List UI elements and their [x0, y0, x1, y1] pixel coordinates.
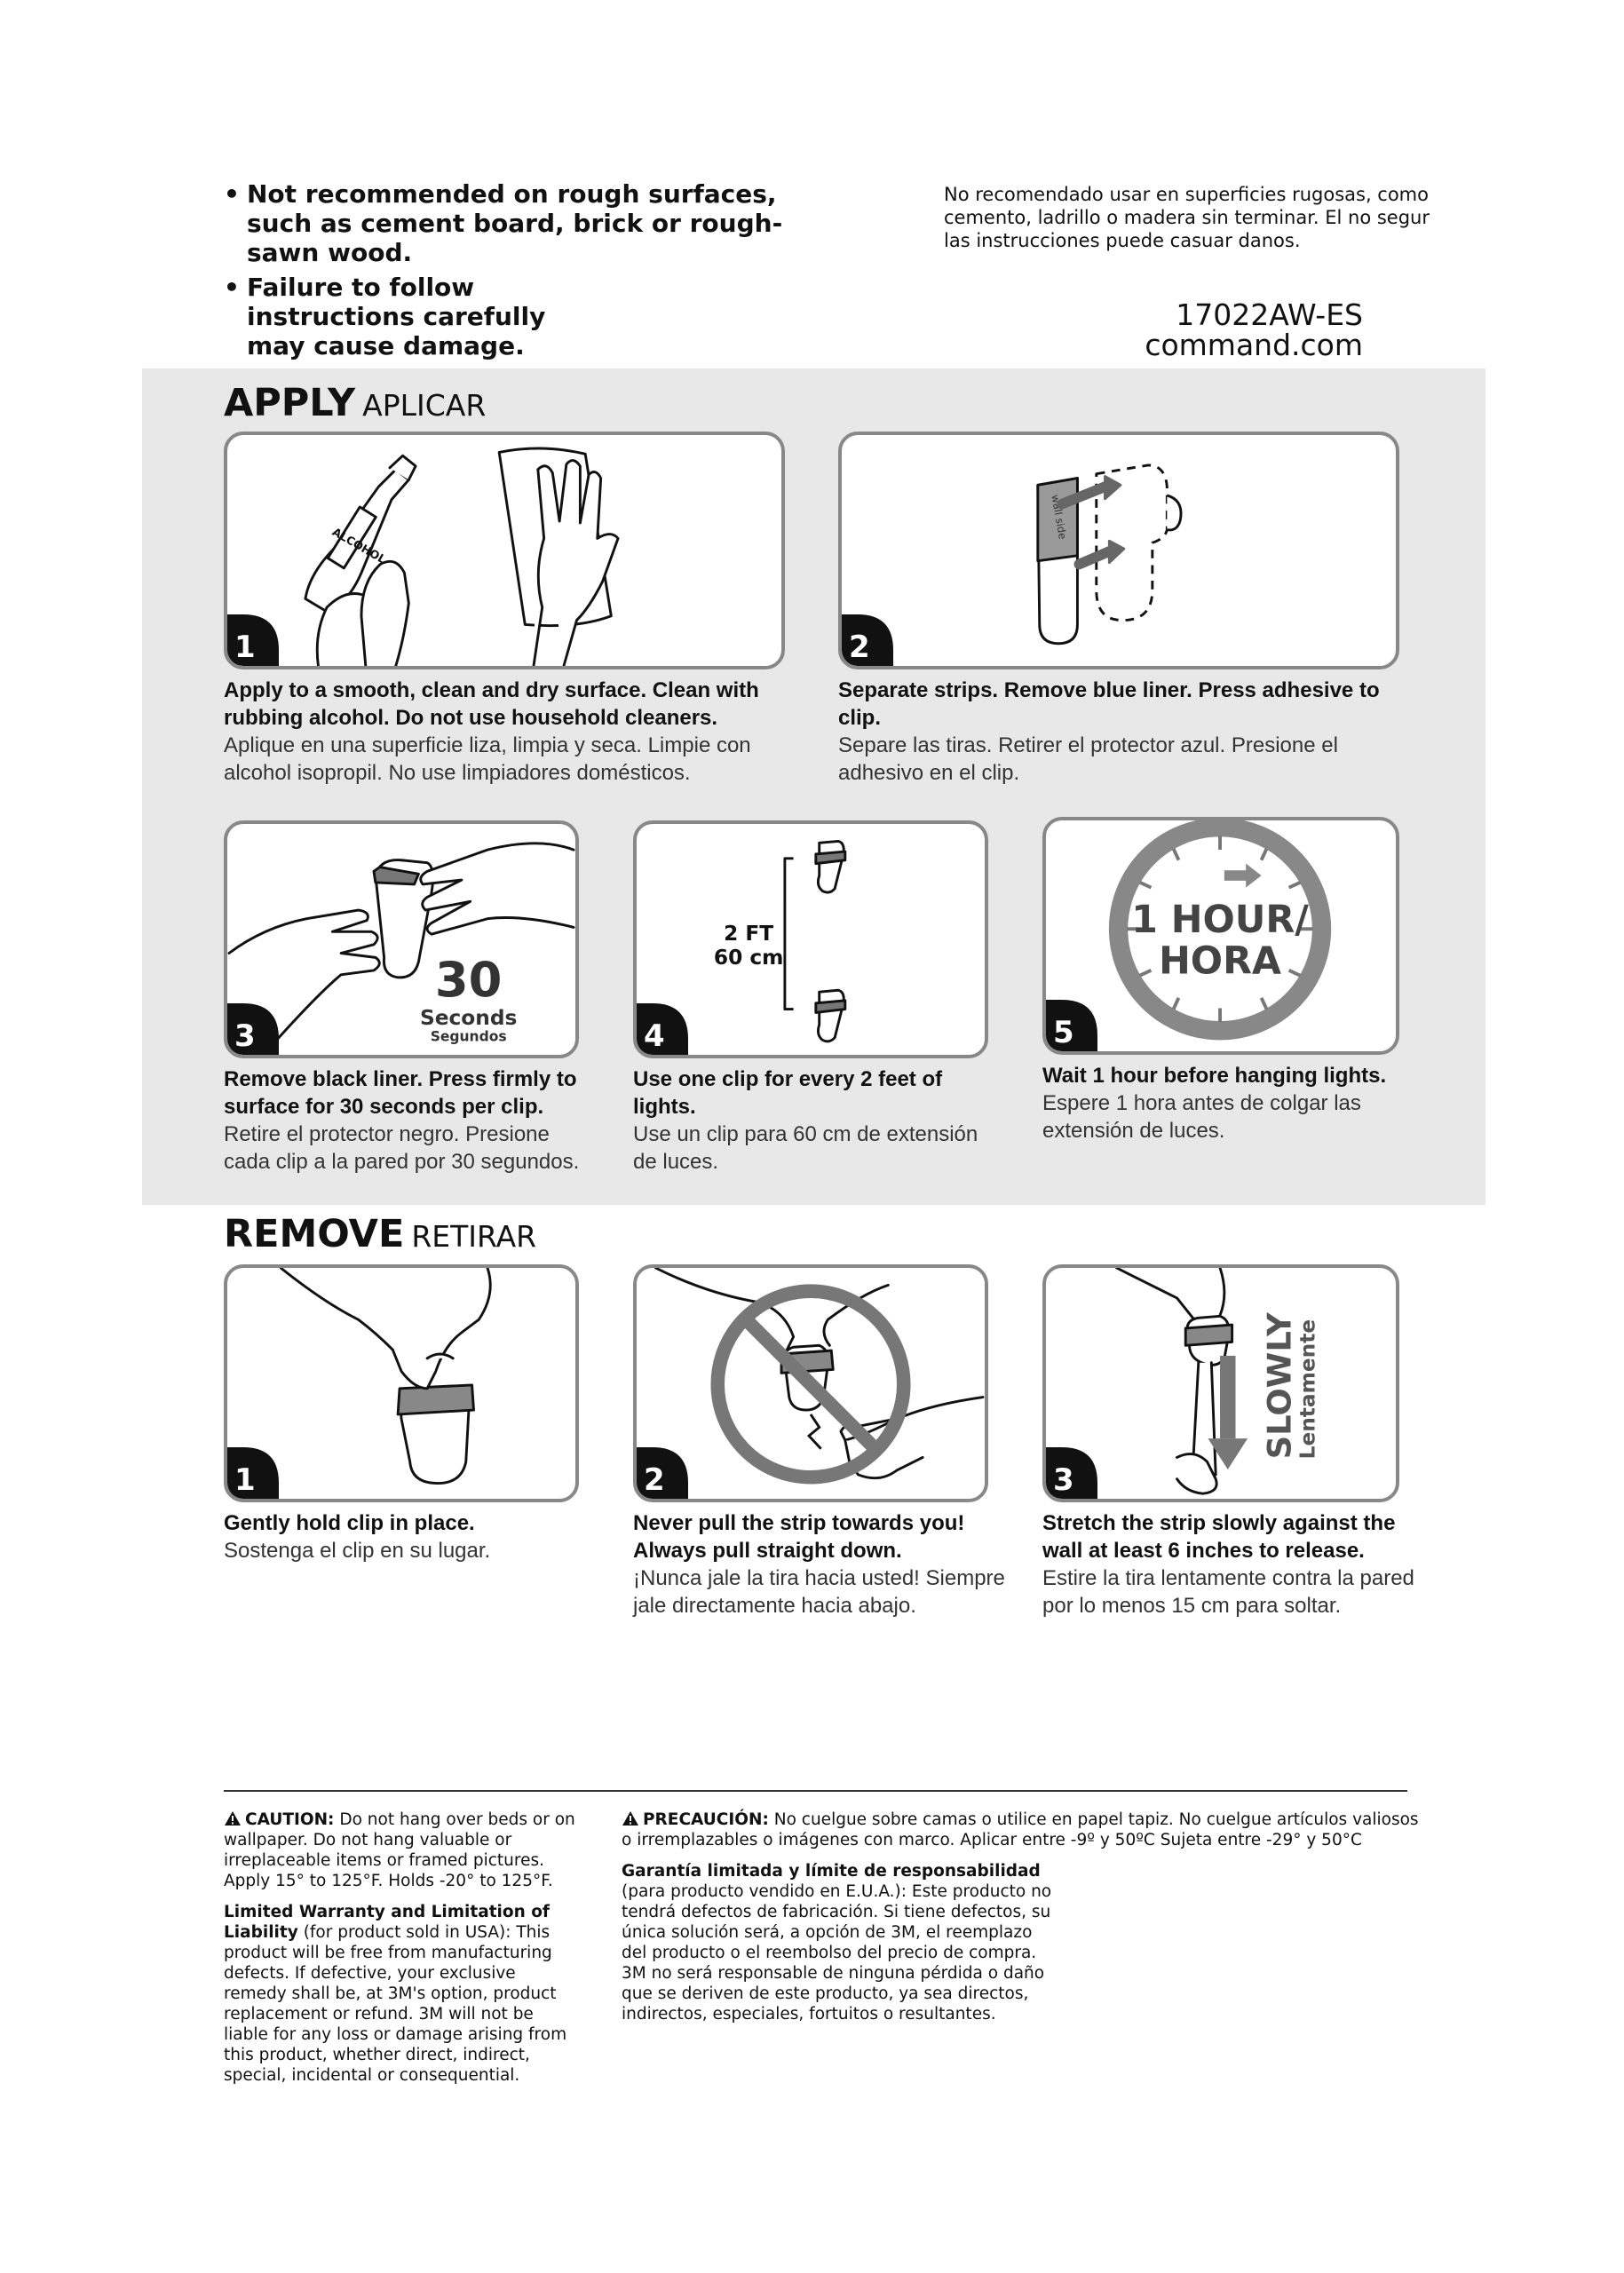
hold-clip-illustration	[279, 1268, 492, 1485]
step-number-badge: 3	[1046, 1447, 1097, 1499]
remove-step-1-illustration: 1	[224, 1264, 579, 1502]
remove-step-2-caption: Never pull the strip towards you! Always…	[633, 1509, 1006, 1620]
apply-step-4-illustration: 2 FT 60 cm 4	[633, 820, 988, 1058]
apply-step-1-text-es: Aplique en una superficie liza, limpia y…	[224, 733, 751, 785]
press-clip-illustration: 30 Seconds Segundos	[227, 842, 575, 1055]
clip-spacing-illustration: 2 FT 60 cm	[714, 839, 847, 1043]
step-number-badge: 3	[227, 1003, 279, 1055]
step-number-badge: 2	[637, 1447, 688, 1499]
garantia-notice: Garantía limitada y límite de responsabi…	[622, 1861, 1057, 2024]
product-code-block: 17022AW-ES command.com	[1145, 300, 1363, 360]
apply-step-5-text-en: Wait 1 hour before hanging lights.	[1042, 1064, 1387, 1088]
remove-step-2-text-es: ¡Nunca jale la tira hacia usted! Siempre…	[633, 1566, 1005, 1618]
apply-step-1-text-en: Apply to a smooth, clean and dry surface…	[224, 678, 759, 730]
apply-step-3-illustration: 30 Seconds Segundos 3	[224, 820, 579, 1058]
garantia-label: Garantía limitada y límite de responsabi…	[622, 1862, 1041, 1881]
apply-step-3-caption: Remove black liner. Press firmly to surf…	[224, 1065, 597, 1176]
attach-strip-illustration: wall side	[1036, 463, 1183, 645]
apply-step-5-caption: Wait 1 hour before hanging lights. Esper…	[1042, 1062, 1415, 1144]
remove-title: REMOVE	[224, 1212, 405, 1256]
step-number-badge: 1	[227, 1447, 279, 1499]
warning-list: Not recommended on rough surfaces, such …	[224, 179, 899, 366]
warranty-notice: Limited Warranty and Limitation of Liabi…	[224, 1902, 579, 2086]
garantia-text: (para producto vendido en E.U.A.): Este …	[622, 1882, 1052, 2024]
remove-step-2-illustration: 2	[633, 1264, 988, 1502]
apply-step-2-illustration: wall side 2	[838, 432, 1399, 669]
remove-step-3-caption: Stretch the strip slowly against the wal…	[1042, 1509, 1415, 1620]
precaucion-notice: PRECAUCIÓN: No cuelgue sobre camas o uti…	[622, 1810, 1421, 1850]
step-number-badge: 1	[227, 614, 279, 666]
remove-step-1-text-es: Sostenga el clip en su lugar.	[224, 1539, 491, 1563]
apply-title: APPLY	[224, 381, 356, 425]
footer-divider	[224, 1790, 1407, 1792]
distance-ft: 2 FT	[724, 922, 773, 946]
footer-spanish: PRECAUCIÓN: No cuelgue sobre camas o uti…	[622, 1810, 1421, 2024]
remove-step-3-text-en: Stretch the strip slowly against the wal…	[1042, 1511, 1396, 1563]
warranty-label: Limited Warranty and Limitation of Liabi…	[224, 1903, 550, 1942]
precaucion-text: No cuelgue sobre camas o utilice en pape…	[622, 1810, 1419, 1849]
warning-icon	[622, 1811, 638, 1826]
clock-text-line1: 1 HOUR/	[1131, 898, 1309, 942]
clock-text-line2: HORA	[1159, 939, 1281, 984]
step-number-badge: 2	[842, 614, 893, 666]
apply-step-1-illustration: ALCOHOL 1	[224, 432, 785, 669]
clean-surface-illustration: ALCOHOL	[304, 447, 620, 666]
apply-step-2-text-en: Separate strips. Remove blue liner. Pres…	[838, 678, 1380, 730]
slowly-label: SLOWLY	[1261, 1311, 1299, 1459]
caution-notice: CAUTION: Do not hang over beds or on wal…	[224, 1810, 579, 1891]
distance-cm: 60 cm	[714, 946, 784, 970]
warning-spanish: No recomendado usar en superficies rugos…	[944, 184, 1430, 251]
apply-step-1-caption: Apply to a smooth, clean and dry surface…	[224, 677, 792, 787]
clock-icon: 1 HOUR/ HORA	[1108, 820, 1332, 1041]
apply-step-4-caption: Use one clip for every 2 feet of lights.…	[633, 1065, 1006, 1176]
apply-step-3-text-es: Retire el protector negro. Presione cada…	[224, 1122, 580, 1174]
warning-follow-instructions: Failure to follow instructions carefully…	[224, 273, 606, 360]
apply-step-5-text-es: Espere 1 hora antes de colgar las extens…	[1042, 1091, 1361, 1143]
remove-step-3-illustration: SLOWLY Lentamente 3	[1042, 1264, 1399, 1502]
seconds-number: 30	[435, 952, 503, 1008]
step-number-badge: 4	[637, 1003, 688, 1055]
warning-rough-surfaces: Not recommended on rough surfaces, such …	[224, 179, 828, 267]
apply-step-2-caption: Separate strips. Remove blue liner. Pres…	[838, 677, 1406, 787]
remove-subtitle: RETIRAR	[411, 1219, 537, 1254]
remove-step-2-text-en: Never pull the strip towards you! Always…	[633, 1511, 965, 1563]
remove-step-1-text-en: Gently hold clip in place.	[224, 1511, 475, 1535]
apply-subtitle: APLICAR	[362, 388, 487, 423]
footer-english: CAUTION: Do not hang over beds or on wal…	[224, 1810, 579, 2086]
apply-step-5-illustration: 1 HOUR/ HORA 5	[1042, 817, 1399, 1055]
seconds-unit-es: Segundos	[431, 1028, 507, 1044]
remove-step-3-text-es: Estire la tira lentamente contra la pare…	[1042, 1566, 1414, 1618]
product-sku: 17022AW-ES	[1176, 297, 1363, 332]
warranty-text: (for product sold in USA): This product …	[224, 1923, 567, 2085]
apply-step-2-text-es: Separe las tiras. Retirer el protector a…	[838, 733, 1338, 785]
caution-text: Do not hang over beds or on wallpaper. D…	[224, 1810, 575, 1890]
stretch-strip-illustration: SLOWLY Lentamente	[1115, 1268, 1320, 1495]
apply-step-4-text-es: Use un clip para 60 cm de extensión de l…	[633, 1122, 978, 1174]
seconds-unit: Seconds	[420, 1006, 517, 1030]
website: command.com	[1145, 328, 1363, 362]
slowly-label-es: Lentamente	[1296, 1319, 1320, 1459]
warning-icon	[225, 1811, 241, 1826]
apply-step-3-text-en: Remove black liner. Press firmly to surf…	[224, 1067, 577, 1119]
remove-step-1-caption: Gently hold clip in place. Sostenga el c…	[224, 1509, 597, 1564]
do-not-pull-illustration	[654, 1268, 985, 1485]
precaucion-label: PRECAUCIÓN:	[643, 1810, 769, 1829]
caution-label: CAUTION:	[245, 1810, 335, 1829]
step-number-badge: 5	[1046, 1000, 1097, 1051]
apply-step-4-text-en: Use one clip for every 2 feet of lights.	[633, 1067, 943, 1119]
